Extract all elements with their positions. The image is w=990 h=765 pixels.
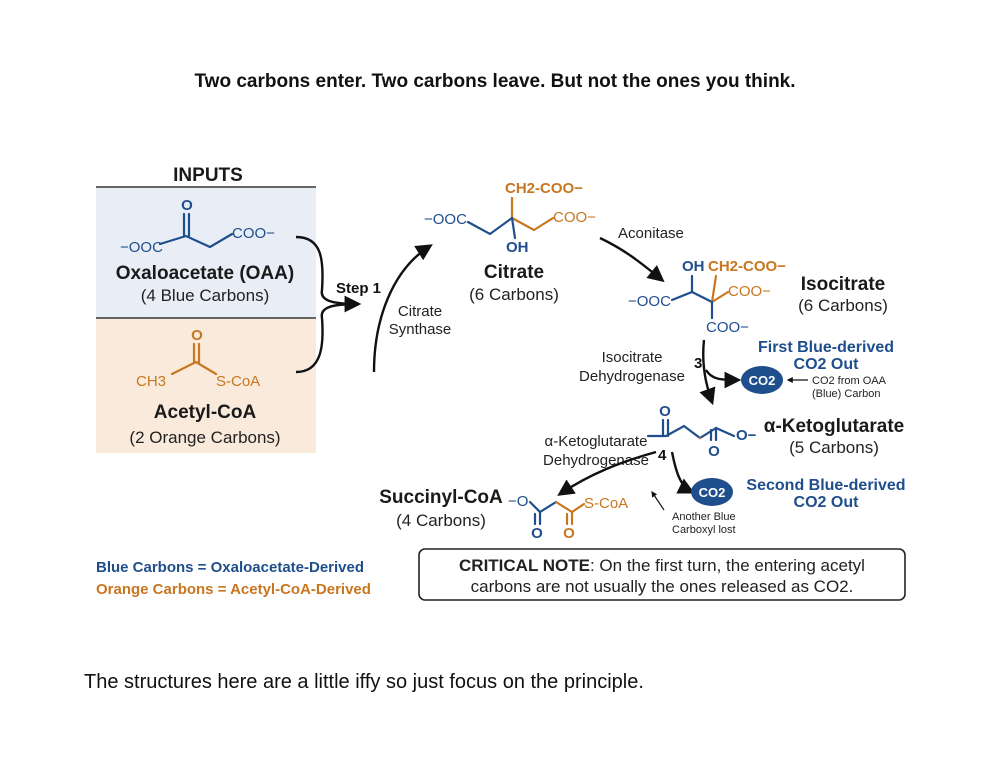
step4-number: 4 (658, 447, 667, 464)
oaa-structure: O −OOC COO− Oxaloacetate (OAA) (4 Blue C… (116, 197, 294, 305)
step1-enzyme-line1: Citrate (398, 303, 442, 320)
akg-structure: O O O− α-Ketoglutarate (5 Carbons) (646, 403, 904, 460)
step4-enzyme-line2: Dehydrogenase (543, 452, 649, 469)
oaa-box (96, 188, 316, 318)
first-co2-callout-line2: CO2 Out (794, 356, 860, 373)
isocitrate-name: Isocitrate (801, 274, 885, 295)
legend-blue: Blue Carbons = Oxaloacetate-Derived (96, 559, 364, 576)
second-co2-callout-line1: Second Blue-derived (746, 477, 905, 494)
step4-enzyme-line1: α-Ketoglutarate (545, 433, 648, 450)
isocitrate-top-right: CH2-COO− (708, 258, 786, 275)
citrate-structure: CH2-COO− −OOC COO− OH Citrate (6 Carbons… (424, 180, 596, 304)
acetyl-o-top: O (191, 327, 203, 344)
step3-enzyme-line1: Isocitrate (602, 349, 663, 366)
citrate-oh: OH (506, 239, 529, 256)
acetyl-merge-arrow (295, 295, 362, 374)
step3-co2-branch (704, 369, 742, 389)
oaa-left-group: −OOC (120, 239, 163, 256)
oaa-name: Oxaloacetate (OAA) (116, 263, 294, 284)
step4-co2-branch (670, 451, 696, 494)
akg-o-end: O− (736, 427, 757, 444)
akg-o-top: O (659, 403, 671, 420)
co2-bubble-second (691, 478, 733, 506)
first-co2-callout-line1: First Blue-derived (758, 339, 894, 356)
acetyl-desc: (2 Orange Carbons) (129, 428, 280, 447)
second-co2-callout-line2: CO2 Out (794, 494, 860, 511)
critical-note-label: CRITICAL NOTE (459, 556, 590, 575)
step4-note-line2: Carboxyl lost (672, 524, 736, 536)
step3-enzyme-line2: Dehydrogenase (579, 368, 685, 385)
isocitrate-desc: (6 Carbons) (798, 296, 888, 315)
critical-note-line1: CRITICAL NOTE: On the first turn, the en… (459, 556, 865, 575)
co2-bubble-first-label: CO2 (749, 373, 776, 388)
akg-o-mid: O (708, 443, 720, 460)
succinyl-desc: (4 Carbons) (396, 511, 486, 530)
step3-co2-note-line1: CO2 from OAA (812, 375, 887, 387)
headline: Two carbons enter. Two carbons leave. Bu… (194, 71, 795, 92)
acetyl-name: Acetyl-CoA (154, 402, 257, 423)
isocitrate-oh: OH (682, 258, 705, 275)
step4-arrow (557, 450, 657, 496)
footer-note: The structures here are a little iffy so… (84, 671, 644, 693)
step1-label: Step 1 (336, 280, 381, 297)
succinyl-o-right: O (563, 525, 575, 542)
acetyl-structure: O CH3 S-CoA Acetyl-CoA (2 Orange Carbons… (129, 327, 280, 447)
step3-arrow (699, 339, 716, 406)
inputs-header: INPUTS (173, 165, 243, 186)
acetyl-box (96, 319, 316, 453)
succinyl-o-left: O (531, 525, 543, 542)
oaa-right-group: COO− (232, 225, 275, 242)
step4-note-line1: Another Blue (672, 511, 736, 523)
oaa-o-top: O (181, 197, 193, 214)
citrate-top-group: CH2-COO− (505, 180, 583, 197)
citrate-right-group: COO− (553, 209, 596, 226)
critical-note-line1-rest: : On the first turn, the entering acetyl (590, 556, 865, 575)
co2-bubble-second-label: CO2 (699, 485, 726, 500)
legend-orange: Orange Carbons = Acetyl-CoA-Derived (96, 581, 371, 598)
critical-note-box (418, 548, 906, 601)
co2-bubble-first (741, 366, 783, 394)
citrate-desc: (6 Carbons) (469, 285, 559, 304)
step1-enzyme-line2: Synthase (389, 321, 452, 338)
isocitrate-bottom-group: COO− (706, 319, 749, 336)
step3-co2-note-line2: (Blue) Carbon (812, 388, 880, 400)
succinyl-structure: Succinyl-CoA (4 Carbons) −O O O S-CoA (379, 487, 628, 542)
inputs-panel: INPUTS O −OOC COO− Oxaloacetate (OAA) (4… (96, 165, 316, 453)
oaa-desc: (4 Blue Carbons) (141, 286, 270, 305)
succinyl-name: Succinyl-CoA (379, 487, 503, 508)
isocitrate-left-group: −OOC (628, 293, 671, 310)
legend: Blue Carbons = Oxaloacetate-Derived Oran… (96, 559, 371, 598)
oaa-merge-line (295, 235, 359, 306)
acetyl-methyl: CH3 (136, 373, 166, 390)
isocitrate-structure: OH CH2-COO− −OOC COO− COO− Isocitrate (6… (628, 258, 888, 336)
step1-arrow (372, 244, 433, 373)
isocitrate-right-group: COO− (728, 283, 771, 300)
aconitase-label: Aconitase (618, 225, 684, 242)
akg-name: α-Ketoglutarate (764, 416, 904, 437)
step3-number: 3 (694, 355, 702, 372)
aconitase-arrow (599, 236, 665, 283)
succinyl-scoa: S-CoA (584, 495, 628, 512)
critical-note-line2: carbons are not usually the ones release… (471, 577, 854, 596)
citrate-left-group: −OOC (424, 211, 467, 228)
citrate-name: Citrate (484, 262, 544, 283)
akg-desc: (5 Carbons) (789, 438, 879, 457)
succinyl-o-minus: −O (508, 493, 528, 510)
acetyl-scoa: S-CoA (216, 373, 260, 390)
critical-note: CRITICAL NOTE: On the first turn, the en… (418, 548, 906, 601)
